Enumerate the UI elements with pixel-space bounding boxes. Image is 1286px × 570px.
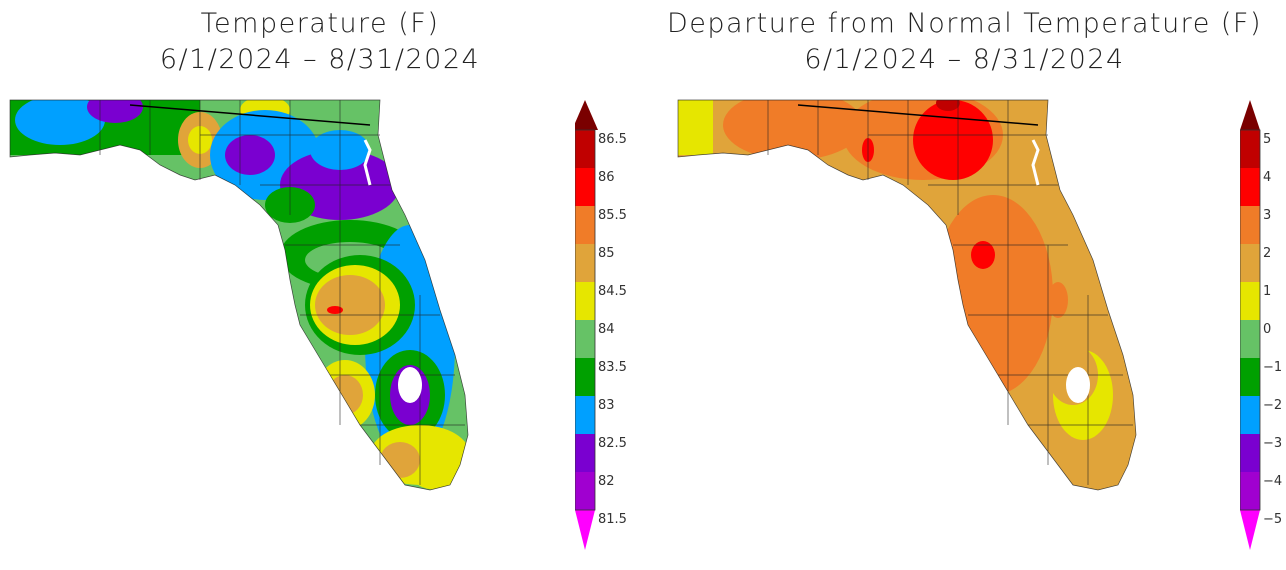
scale-tick: 83 <box>598 398 615 413</box>
scale-band <box>575 472 595 510</box>
scale-tick: −3 <box>1263 436 1283 451</box>
scale-tick: 86 <box>598 170 615 185</box>
scale-tick: 4 <box>1263 170 1272 185</box>
scale-band <box>575 396 595 434</box>
scale-tick: 1 <box>1263 284 1272 299</box>
scale-band <box>575 244 595 282</box>
scale-tick: 82 <box>598 474 615 489</box>
scale-tick: 5 <box>1263 132 1272 147</box>
scale-band <box>1240 244 1260 282</box>
scale-band <box>1240 206 1260 244</box>
scale-tick: 2 <box>1263 246 1272 261</box>
departure-map <box>677 99 1137 491</box>
scale-band <box>575 358 595 396</box>
scale-tick: 84.5 <box>598 284 627 299</box>
temperature-panel: Temperature (F) 6/1/2024 – 8/31/2024 <box>0 0 640 565</box>
scale-band <box>1240 396 1260 434</box>
scale-tick: 85.5 <box>598 208 627 223</box>
departure-panel: Departure from Normal Temperature (F) 6/… <box>643 0 1286 565</box>
scale-tick: 86.5 <box>598 132 627 147</box>
map-date-range: 6/1/2024 – 8/31/2024 <box>804 44 1125 75</box>
scale-band <box>1240 282 1260 320</box>
scale-tick: 82.5 <box>598 436 627 451</box>
scale-band <box>1240 358 1260 396</box>
scale-tick: 83.5 <box>598 360 627 375</box>
departure-color-scale <box>1240 100 1261 550</box>
scale-band <box>575 168 595 206</box>
scale-band <box>575 434 595 472</box>
scale-tick: 81.5 <box>598 512 627 527</box>
scale-band <box>1240 472 1260 510</box>
map-title: Temperature (F) <box>200 8 440 39</box>
scale-tick: 0 <box>1263 322 1272 337</box>
scale-band <box>1240 320 1260 358</box>
temperature-map <box>9 99 469 491</box>
scale-band <box>575 206 595 244</box>
scale-tick: 85 <box>598 246 615 261</box>
scale-band <box>1240 168 1260 206</box>
scale-band <box>575 320 595 358</box>
scale-tick: 84 <box>598 322 615 337</box>
scale-tick: −2 <box>1263 398 1283 413</box>
scale-band <box>575 130 595 168</box>
map-title: Departure from Normal Temperature (F) <box>667 8 1262 39</box>
scale-band <box>575 282 595 320</box>
scale-tick: 3 <box>1263 208 1272 223</box>
scale-band <box>1240 434 1260 472</box>
map-date-range: 6/1/2024 – 8/31/2024 <box>159 44 481 75</box>
scale-band <box>1240 130 1260 168</box>
scale-tick: −4 <box>1263 474 1283 489</box>
scale-tick: −1 <box>1263 360 1283 375</box>
temperature-color-scale <box>575 100 598 550</box>
scale-tick: −5 <box>1263 512 1283 527</box>
